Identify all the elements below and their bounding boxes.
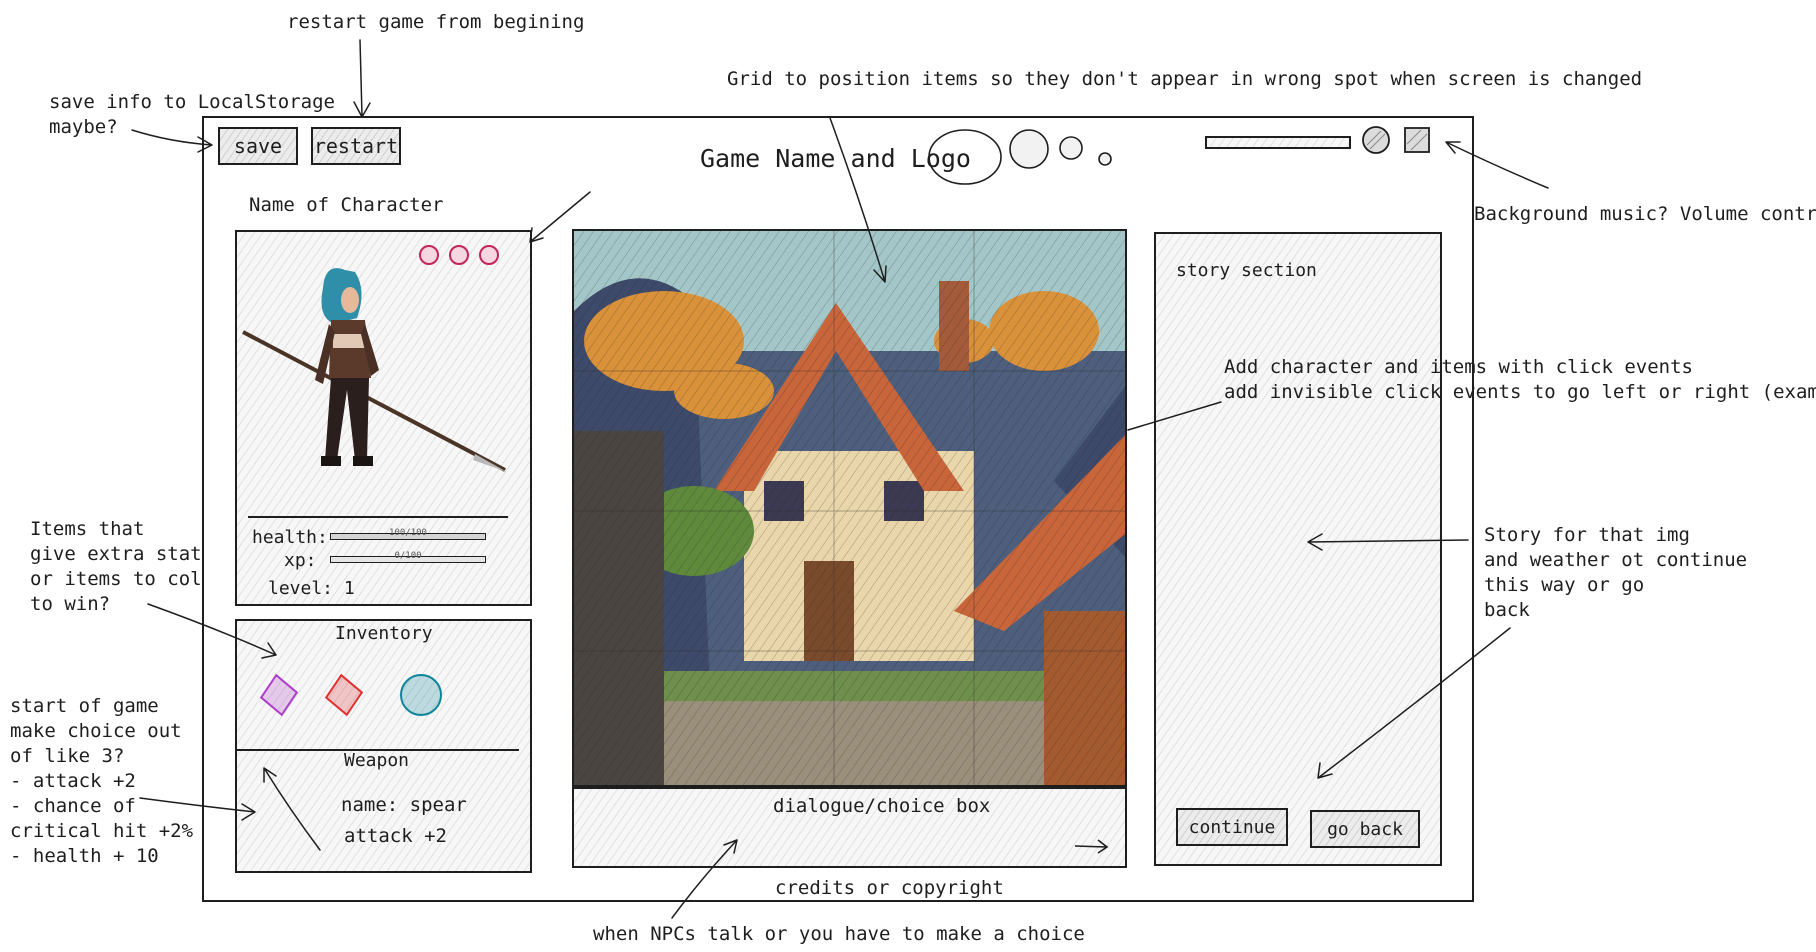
inventory-title: Inventory — [335, 623, 433, 644]
story-title: story section — [1176, 260, 1317, 281]
music-annotation: Background music? Volume control? — [1474, 203, 1816, 225]
weapon-title: Weapon — [344, 750, 410, 771]
inventory-item-icon[interactable] — [258, 673, 299, 718]
character-panel — [235, 230, 532, 606]
npc-annotation: when NPCs talk or you have to make a cho… — [593, 923, 1085, 945]
lives-hearts — [419, 245, 499, 265]
next-arrow-icon[interactable] — [1072, 836, 1112, 856]
stats-divider — [248, 516, 508, 518]
dialogue-label: dialogue/choice box — [773, 795, 991, 817]
inventory-item-icon[interactable] — [323, 673, 364, 718]
continue-button[interactable]: continue — [1176, 808, 1288, 846]
dialogue-box[interactable] — [572, 787, 1127, 868]
go-back-button[interactable]: go back — [1310, 810, 1420, 848]
items-annotation: Items that give extra stats or items to … — [30, 518, 247, 615]
settings-square-icon[interactable] — [1403, 126, 1433, 156]
save-annotation: save info to LocalStorage maybe? — [49, 91, 335, 138]
xp-value: 0/100 — [394, 551, 422, 561]
xp-bar: 0/100 — [330, 551, 486, 563]
scene-image[interactable] — [572, 229, 1127, 787]
level-label: level: 1 — [268, 578, 355, 599]
restart-annotation: restart game from begining — [287, 11, 585, 33]
health-label: health: — [252, 527, 328, 548]
logo-bubbles-icon — [928, 129, 1112, 185]
character-sprite-icon — [242, 268, 507, 472]
weapon-attack: attack +2 — [344, 825, 447, 847]
life-heart-icon — [449, 245, 469, 265]
health-bar: 100/100 — [330, 528, 486, 540]
volume-slider[interactable] — [1205, 136, 1351, 149]
life-heart-icon — [419, 245, 439, 265]
click-events-annotation: Add character and items with click event… — [1224, 356, 1816, 403]
inventory-panel — [235, 619, 532, 873]
weapon-divider — [237, 749, 519, 751]
life-heart-icon — [479, 245, 499, 265]
inventory-items — [258, 673, 442, 718]
character-name-label: Name of Character — [249, 194, 444, 216]
xp-label: xp: — [284, 550, 317, 571]
music-toggle-icon[interactable] — [1361, 125, 1393, 155]
save-button[interactable]: save — [218, 127, 298, 165]
scene-illustration — [574, 231, 1125, 785]
weapon-name: name: spear — [341, 794, 467, 816]
story-panel — [1154, 232, 1442, 866]
inventory-item-icon[interactable] — [400, 674, 442, 716]
restart-button[interactable]: restart — [311, 127, 401, 165]
start-choice-annotation: start of game make choice out of like 3?… — [10, 695, 194, 867]
health-value: 100/100 — [389, 528, 427, 538]
story-annotation: Story for that img and weather ot contin… — [1484, 524, 1748, 621]
grid-annotation: Grid to position items so they don't app… — [727, 68, 1643, 90]
credits-text: credits or copyright — [775, 877, 1004, 899]
